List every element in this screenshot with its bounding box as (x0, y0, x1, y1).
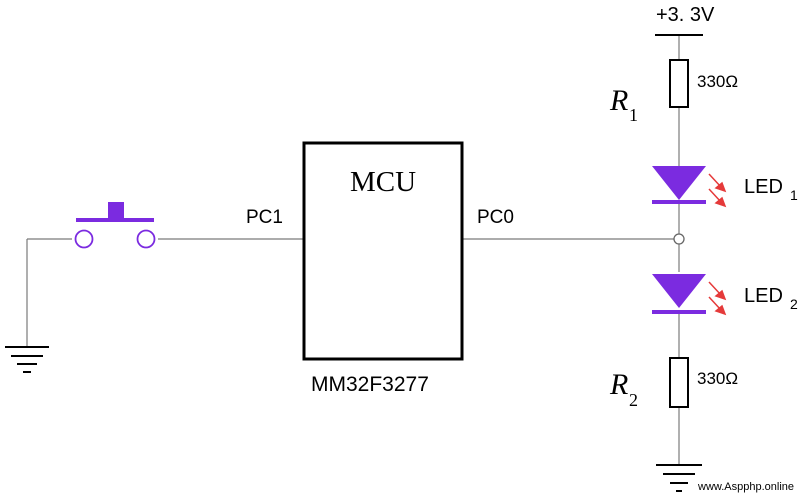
led2-label: LED (744, 285, 783, 307)
led1-subscript: 1 (790, 187, 798, 203)
r2-value: 330Ω (697, 369, 738, 388)
pin-label-pc0: PC0 (477, 207, 514, 228)
resistor-r1 (669, 59, 689, 108)
watermark-text: www.Aspphp.online (697, 481, 794, 493)
led2-emission-arrows (708, 281, 727, 316)
mcu-title: MCU (350, 166, 416, 198)
r2-letter: R (609, 368, 628, 401)
r2-subscript: 2 (629, 390, 638, 410)
ground-symbol-right (656, 464, 702, 492)
push-button-switch (74, 202, 156, 249)
wires (26, 36, 680, 464)
r1-value: 330Ω (697, 72, 738, 91)
led1-diode (652, 166, 706, 204)
resistor-r2 (669, 357, 689, 408)
junction-node (673, 233, 685, 245)
led2-subscript: 2 (790, 296, 798, 312)
led2-diode (652, 274, 706, 314)
r1-subscript: 1 (629, 105, 638, 125)
r1-letter: R (609, 84, 628, 117)
mcu-block (302, 141, 464, 361)
led1-label: LED (744, 176, 783, 198)
mcu-part-number: MM32F3277 (311, 373, 429, 396)
pin-label-pc1: PC1 (246, 207, 283, 228)
supply-label: +3. 3V (656, 4, 715, 26)
ground-symbol-left (5, 346, 49, 373)
led1-emission-arrows (708, 173, 727, 208)
